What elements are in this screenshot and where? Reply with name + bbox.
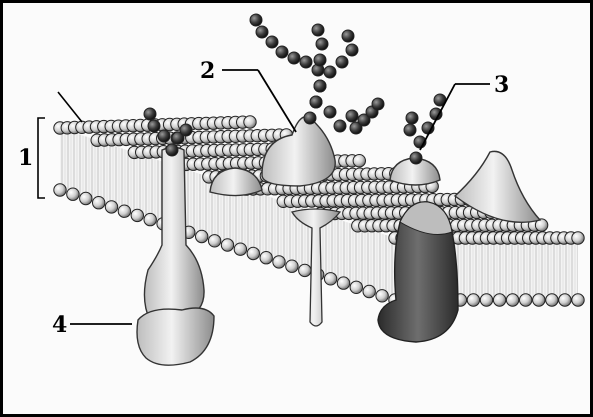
phospholipid-head [493, 294, 505, 306]
carbohydrate-bead [372, 98, 384, 110]
phospholipid-head [105, 201, 117, 213]
phospholipid-head [54, 184, 66, 196]
carbohydrate-bead [300, 56, 312, 68]
phospholipid-head [350, 281, 362, 293]
carbohydrate-bead [316, 38, 328, 50]
carbohydrate-bead [342, 30, 354, 42]
phospholipid-head [572, 294, 584, 306]
carbohydrate-bead [304, 112, 316, 124]
phospholipid-head [80, 192, 92, 204]
phospholipid-head [376, 290, 388, 302]
label-3: 3 [494, 72, 509, 98]
carbohydrate-bead [334, 120, 346, 132]
carbohydrate-bead [312, 24, 324, 36]
carbohydrate-bead [256, 26, 268, 38]
phospholipid-head [273, 256, 285, 268]
phospholipid-head [480, 294, 492, 306]
carbohydrate-bead [346, 110, 358, 122]
phospholipid-head [353, 155, 365, 167]
phospholipid-head [467, 294, 479, 306]
carbohydrate-bead [180, 124, 192, 136]
phospholipid-head [363, 285, 375, 297]
carbohydrate-bead [266, 36, 278, 48]
phospholipid-head [520, 294, 532, 306]
phospholipid-head [286, 260, 298, 272]
carbohydrate-bead [404, 124, 416, 136]
phospholipid-head [67, 188, 79, 200]
carbohydrate-bead [314, 80, 326, 92]
phospholipid-head [324, 273, 336, 285]
phospholipid-head [244, 116, 256, 128]
phospholipid-head [144, 213, 156, 225]
carbohydrate-bead [310, 96, 322, 108]
phospholipid-head [118, 205, 130, 217]
carbohydrate-bead [324, 66, 336, 78]
carbohydrate-bead [288, 52, 300, 64]
carbohydrate-bead [250, 14, 262, 26]
carbohydrate-bead [324, 106, 336, 118]
carbohydrate-bead [410, 152, 422, 164]
label-1: 1 [18, 145, 33, 171]
carbohydrate-bead [336, 56, 348, 68]
label-4: 4 [52, 312, 67, 338]
phospholipid-head [506, 294, 518, 306]
carbohydrate-bead [314, 54, 326, 66]
phospholipid-head [572, 232, 584, 244]
phospholipid-head [260, 252, 272, 264]
carbohydrate-bead [144, 108, 156, 120]
carbohydrate-bead [346, 44, 358, 56]
phospholipid-head [299, 264, 311, 276]
phospholipid-head [533, 294, 545, 306]
phospholipid-head [208, 235, 220, 247]
carbohydrate-bead [406, 112, 418, 124]
phospholipid-head [247, 247, 259, 259]
phospholipid-head [196, 230, 208, 242]
phospholipid-head [337, 277, 349, 289]
phospholipid-head [559, 294, 571, 306]
phospholipid-head [221, 239, 233, 251]
phospholipid-head [546, 294, 558, 306]
phospholipid-head [131, 209, 143, 221]
carbohydrate-bead [158, 130, 170, 142]
label-2: 2 [200, 58, 215, 84]
carbohydrate-bead [166, 144, 178, 156]
carbohydrate-bead [148, 120, 160, 132]
phospholipid-head [93, 197, 105, 209]
carbohydrate-bead [276, 46, 288, 58]
phospholipid-head [234, 243, 246, 255]
